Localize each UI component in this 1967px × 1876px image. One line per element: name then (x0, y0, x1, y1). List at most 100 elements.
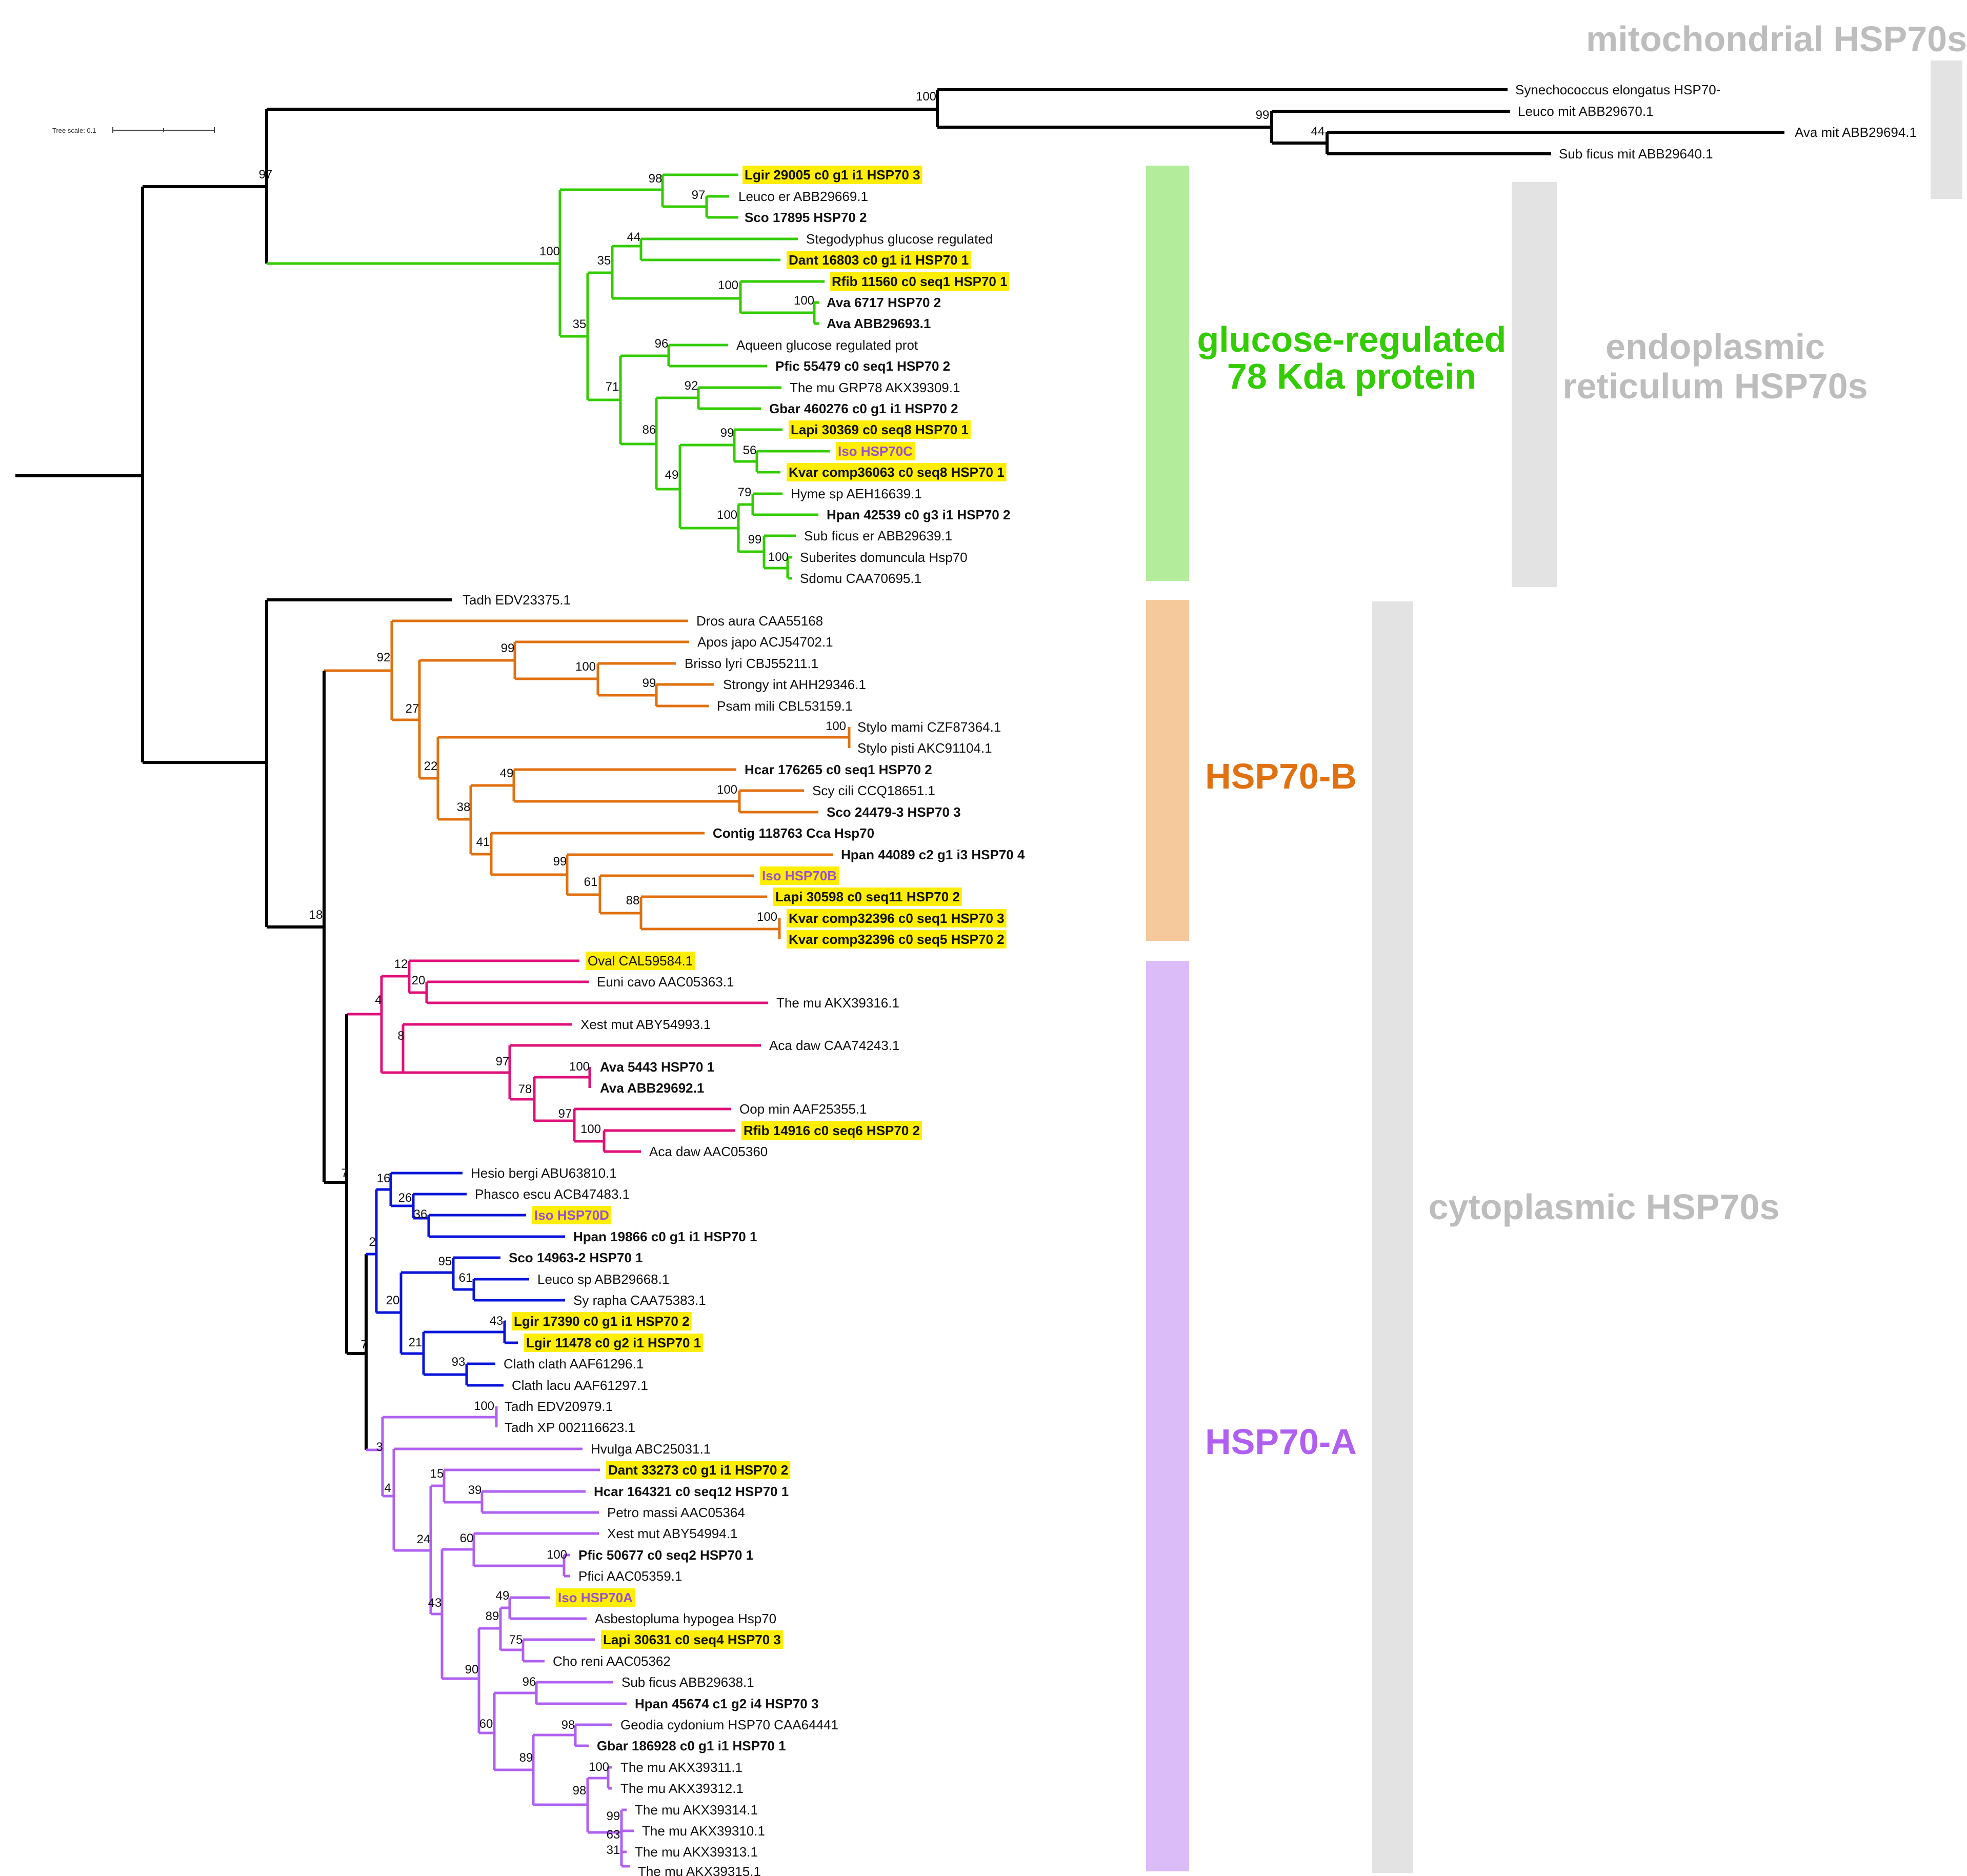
support-value: 100 (794, 294, 814, 308)
support-value: 15 (430, 1467, 444, 1481)
support-value: 96 (523, 1675, 536, 1689)
leaf-label: Synechococcus elongatus HSP70- (1515, 82, 1720, 97)
support-value: 89 (486, 1609, 499, 1623)
support-value: 7 (341, 1166, 348, 1180)
leaf-label: Iso HSP70D (534, 1207, 609, 1223)
support-value: 38 (457, 800, 471, 814)
leaf-label: Pfic 55479 c0 seq1 HSP70 2 (775, 358, 950, 374)
leaf-label: The mu AKX39312.1 (620, 1781, 744, 1796)
support-value: 16 (377, 1172, 391, 1185)
support-value: 86 (643, 423, 656, 437)
support-value: 100 (757, 910, 777, 924)
support-value: 61 (584, 875, 598, 889)
support-value: 4 (375, 993, 382, 1007)
leaf-label: Pfici AAC05359.1 (578, 1568, 682, 1584)
leaf-highlights (512, 166, 1010, 1649)
hsp70b-band (1146, 600, 1189, 941)
group-labels: mitochondrial HSP70s endoplasmic reticul… (1197, 19, 1967, 1462)
leaf-label: Stylo pisti AKC91104.1 (857, 740, 992, 756)
leaf-label: Kvar comp32396 c0 seq5 HSP70 2 (789, 932, 1005, 947)
leaf-label: Tadh EDV20979.1 (505, 1399, 613, 1414)
support-value: 99 (501, 641, 515, 655)
support-value: 100 (826, 719, 846, 733)
support-value: 92 (377, 651, 391, 664)
leaf-highlight (586, 952, 695, 970)
leaf-label: Contig 118763 Cca Hsp70 (713, 825, 874, 841)
er-band (1512, 182, 1557, 587)
leaf-label: Iso HSP70B (762, 868, 837, 883)
leaf-label: Leuco er ABB29669.1 (738, 189, 868, 204)
leaf-label: Clath clath AAF61296.1 (504, 1356, 644, 1371)
support-value: 56 (743, 443, 757, 457)
leaf-highlight (606, 1461, 791, 1479)
leaf-highlight (741, 1121, 922, 1140)
support-value: 100 (589, 1760, 609, 1774)
support-value: 35 (597, 254, 611, 268)
leaf-label: Ava 6717 HSP70 2 (827, 295, 941, 310)
leaf-label: Sco 14963-2 HSP70 1 (509, 1250, 643, 1265)
leaf-highlight (556, 1588, 635, 1607)
support-value: 35 (573, 317, 587, 331)
support-value: 97 (259, 168, 273, 181)
leaf-label: Gbar 460276 c0 g1 i1 HSP70 2 (769, 401, 958, 416)
leaf-highlight (601, 1630, 783, 1649)
leaf-label: Hpan 45674 c1 g2 i4 HSP70 3 (635, 1696, 818, 1711)
leaf-label: Lgir 29005 c0 g1 i1 HSP70 3 (745, 167, 920, 183)
leaf-highlight (787, 463, 1007, 481)
support-value: 99 (1256, 108, 1270, 122)
support-value: 100 (547, 1548, 567, 1562)
support-value: 100 (569, 1060, 590, 1074)
leaf-highlight (524, 1334, 704, 1352)
support-value: 63 (607, 1828, 620, 1842)
support-value: 97 (692, 188, 706, 202)
support-value: 99 (643, 676, 656, 690)
leaf-label: Dant 33273 c0 g1 i1 HSP70 2 (608, 1462, 788, 1478)
leaf-highlight (787, 251, 971, 269)
hsp70a-group-label: HSP70-A (1205, 1422, 1357, 1462)
support-value: 8 (397, 1029, 404, 1043)
support-value: 4 (384, 1481, 391, 1495)
leaf-label: Kvar comp36063 c0 seq8 HSP70 1 (789, 465, 1005, 480)
leaf-label: Oval CAL59584.1 (588, 953, 693, 969)
cyto-band (1372, 601, 1413, 1873)
leaf-label: The mu AKX39316.1 (776, 995, 899, 1011)
support-value: 43 (490, 1314, 504, 1328)
hsp70b-group-label: HSP70-B (1205, 756, 1357, 796)
support-value: 96 (655, 337, 669, 351)
support-value: 49 (496, 1589, 510, 1603)
leaf-label: Rfib 14916 c0 seq6 HSP70 2 (744, 1123, 920, 1138)
support-value: 36 (414, 1207, 428, 1221)
leaf-label: Kvar comp32396 c0 seq1 HSP70 3 (789, 911, 1005, 926)
support-value: 99 (553, 855, 567, 869)
leaf-label: Tadh XP 002116623.1 (505, 1420, 635, 1435)
support-value: 100 (717, 783, 737, 797)
support-value: 93 (452, 1355, 466, 1369)
leaf-labels: Synechococcus elongatus HSP70-Leuco mit … (463, 82, 1917, 1876)
er-group-label-line1: endoplasmic (1605, 327, 1825, 367)
leaf-label: Sub ficus er ABB29639.1 (804, 528, 952, 543)
leaf-highlight (760, 866, 839, 885)
support-value: 27 (406, 702, 419, 716)
leaf-label: Iso HSP70C (838, 443, 913, 459)
leaf-highlight (773, 887, 962, 906)
support-value: 43 (428, 1596, 442, 1610)
leaf-label: Dros aura CAA55168 (696, 613, 823, 629)
support-value: 22 (424, 759, 438, 773)
leaf-label: Hesio bergi ABU63810.1 (471, 1165, 617, 1181)
leaf-label: The mu AKX39314.1 (635, 1802, 758, 1818)
support-value: 100 (717, 508, 737, 522)
leaf-highlight (532, 1206, 611, 1224)
mito-band (1931, 60, 1962, 199)
leaf-label: The mu AKX39310.1 (642, 1823, 765, 1839)
support-value: 100 (539, 245, 560, 258)
leaf-label: Aca daw AAC05360 (649, 1144, 768, 1159)
support-value: 2 (369, 1235, 375, 1249)
support-value: 60 (479, 1717, 493, 1731)
leaf-label: Sdomu CAA70695.1 (800, 571, 921, 586)
leaf-highlight (787, 909, 1007, 927)
support-value: 61 (459, 1271, 473, 1285)
leaf-label: Asbestopluma hypogea Hsp70 (595, 1611, 776, 1626)
leaf-label: Sco 17895 HSP70 2 (745, 210, 867, 225)
tree-branches (15, 88, 1784, 1868)
